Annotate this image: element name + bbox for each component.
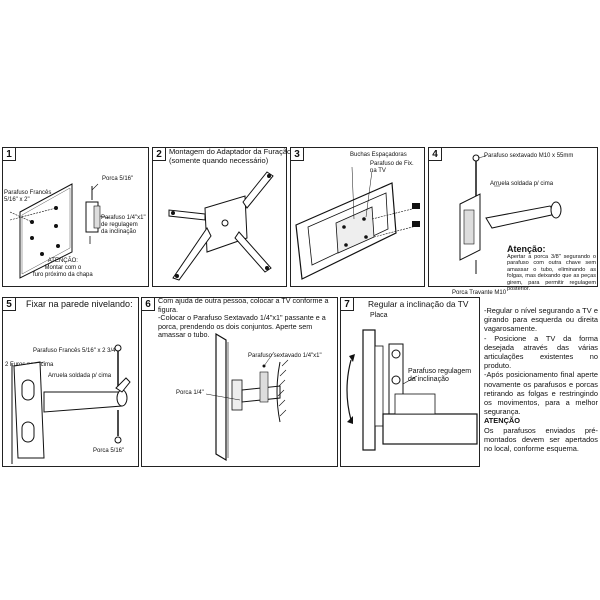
tv-back-illustration: [295, 166, 421, 280]
label-nut-quarter: Porca 1/4": [176, 390, 204, 396]
panel-5-title: Fixar na parede nivelando:: [26, 299, 133, 309]
bracket-illustration: [459, 154, 562, 274]
instruction-para-2: - Posicione a TV da forma desejada atrav…: [484, 333, 598, 371]
wall-plate-illustration: [9, 183, 111, 279]
tilt-adjust-illustration: [346, 329, 478, 451]
panel-7: [340, 297, 480, 467]
panel-4: [428, 147, 598, 287]
panel-7-title: Regular a inclinação da TV: [368, 299, 469, 309]
label-lock-nut: Porca Travante M10: [452, 290, 507, 296]
panel-1: [2, 147, 149, 287]
label-tilt-screw: Parafuso regulagem da inclinação: [408, 368, 472, 383]
wall-mount-illustration: [11, 344, 131, 464]
instruction-para-1: -Regular o nível segurando a TV e girand…: [484, 306, 598, 334]
step-number-2: 2: [152, 147, 166, 161]
label-french-screw: Parafuso Francês 5/16" x 2": [4, 190, 52, 203]
attention-text: Apertar a porca 3/8" segurando o parafus…: [507, 254, 596, 293]
panel-5: [2, 297, 139, 467]
label-nut: Porca 5/16": [102, 176, 134, 182]
attention-title: Atenção:: [507, 244, 546, 254]
panel-2: [152, 147, 287, 287]
label-adjust-screw: Parafuso 1/4"x1" de regulagem da inclina…: [101, 215, 146, 235]
step-number-4: 4: [428, 147, 442, 161]
label-welded-washer: Arruela soldada p/ cima: [490, 181, 554, 187]
panel-3: [290, 147, 425, 287]
panel-6: [141, 297, 338, 467]
label-nut-2: Porca 5/16": [93, 448, 125, 454]
label-plate: Placa: [370, 312, 388, 319]
step-number-7: 7: [340, 297, 354, 311]
instruction-attention-text: Os parafusos enviados pré-montados devem…: [484, 425, 598, 454]
instruction-para-3: -Após posicionamento final aperte novame…: [484, 370, 598, 417]
panel-4-attention: Atenção: Apertar a porca 3/8" segurando …: [507, 244, 596, 292]
label-spacers: Buchas Espaçadoras: [350, 152, 407, 158]
step-number-1: 1: [2, 147, 16, 161]
label-french-screw-long: Parafuso Francês 5/16" x 2 3/4": [33, 348, 118, 354]
instructions-block: -Regular o nível segurando a TV e girand…: [484, 306, 598, 453]
tv-assembly-illustration: [205, 332, 289, 462]
panel-6-text: Com ajuda de outra pessoa, colocar a TV …: [158, 296, 329, 340]
panel-2-title: Montagem do Adaptador da Furação (soment…: [169, 147, 292, 165]
step-number-3: 3: [290, 147, 304, 161]
label-attention: ATENÇÃO: Montar com o furo próximo da ch…: [33, 258, 93, 278]
instruction-attention-title: ATENÇÃO: [484, 416, 520, 426]
label-hex-screw-m10: Parafuso sextavado M10 x 55mm: [484, 153, 574, 159]
adapter-illustration: [168, 171, 274, 281]
label-welded-washer-2: Arruela soldada p/ cima: [48, 373, 112, 379]
label-tv-screw: Parafuso de Fix. na TV: [370, 161, 414, 174]
label-hex-screw-quarter: Parafuso sextavado 1/4"x1": [248, 353, 322, 359]
step-number-5: 5: [2, 297, 16, 311]
step-number-6: 6: [141, 297, 155, 311]
